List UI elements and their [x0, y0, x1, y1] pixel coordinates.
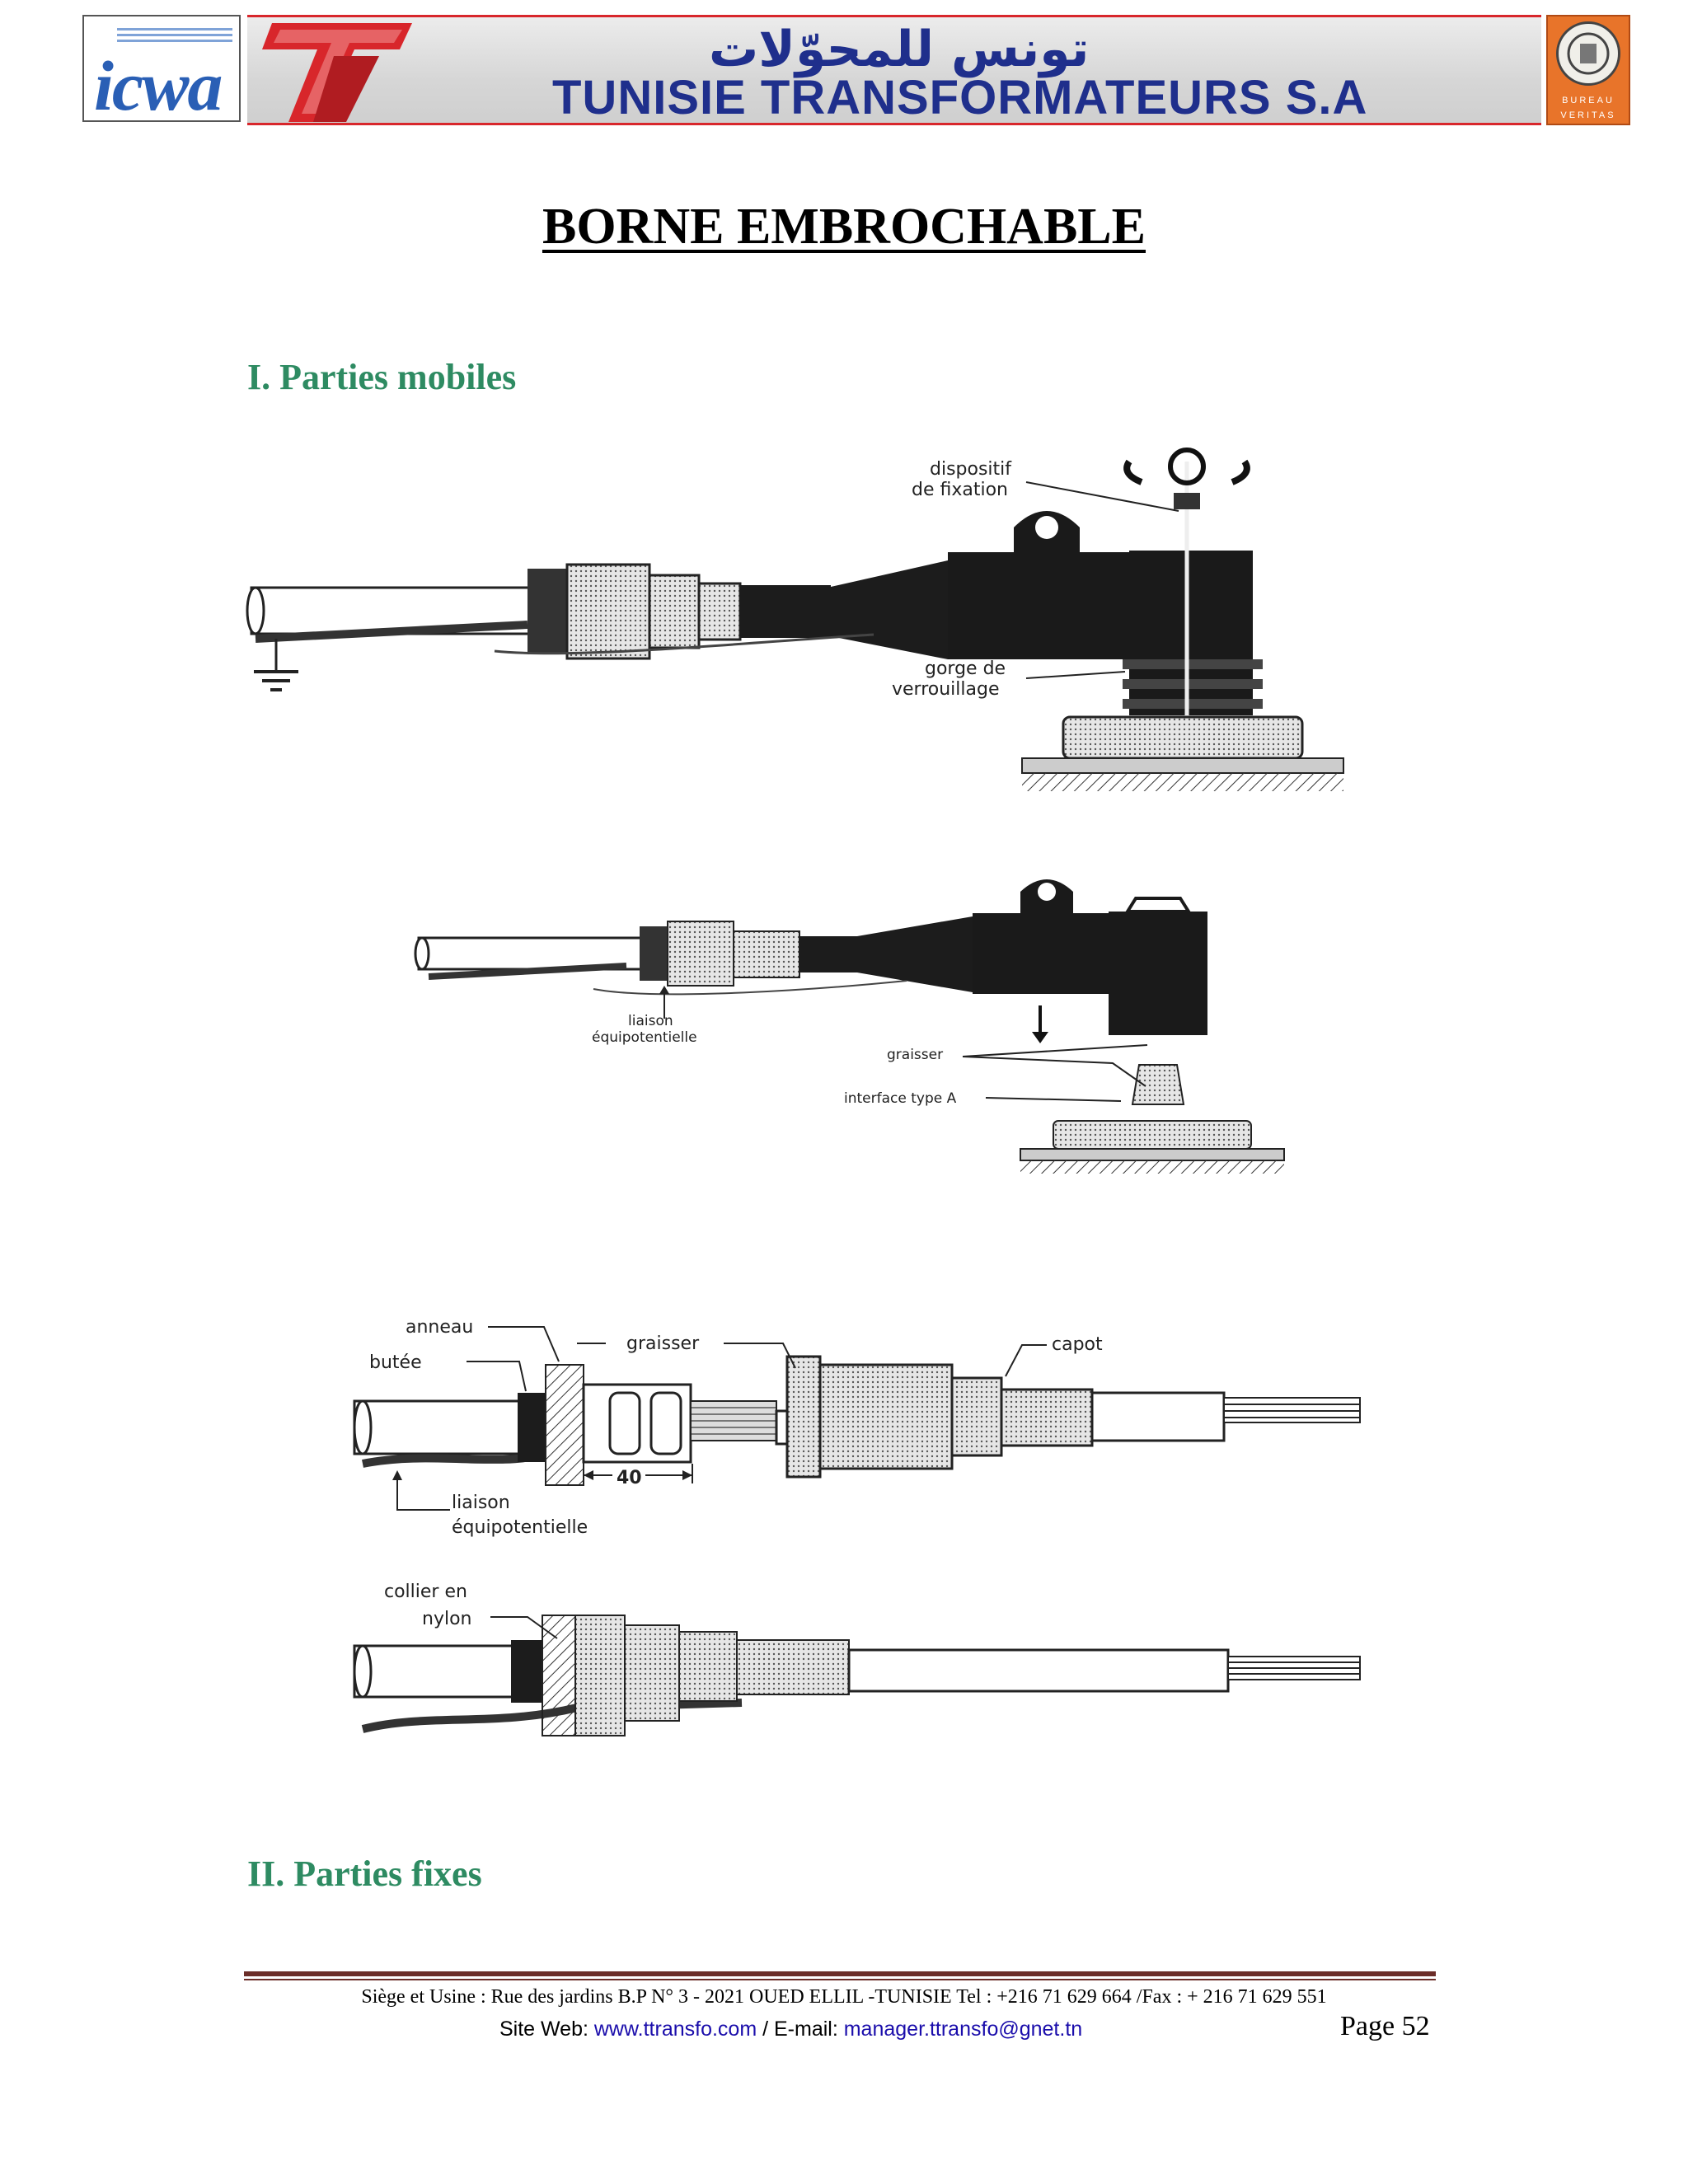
footer-email-label: / E-mail: [757, 2018, 844, 2041]
label-anneau: anneau [406, 1317, 473, 1338]
label-capot: capot [1052, 1334, 1103, 1355]
bureau-veritas-label-1: BUREAU [1562, 96, 1615, 105]
company-banner: تونس للمحوّلات TUNISIE TRANSFORMATEURS S… [247, 15, 1541, 125]
label-butee: butée [369, 1352, 422, 1373]
dimension-40: 40 [617, 1468, 642, 1488]
label-gorge-de: gorge de [925, 658, 1006, 679]
icwa-logo: icwa [82, 15, 241, 125]
website-link[interactable]: www.ttransfo.com [593, 2018, 757, 2041]
figure-1-drawing: dispositif de fixation gorge de verrouil… [246, 448, 1344, 791]
figure-3-drawing: 40 anneau butée graisser capot liaison é… [353, 1317, 1361, 1538]
label-collier-en: collier en [384, 1582, 467, 1602]
tt-logo-icon [262, 23, 412, 122]
footer-address: Siège et Usine : Rue des jardins B.P N° … [361, 1986, 1327, 2008]
page-number: Page 52 [1340, 2011, 1430, 2041]
label-dispositif: dispositif [930, 459, 1012, 480]
label-verrouillage: verrouillage [892, 679, 1000, 700]
label-equipotentielle-2: équipotentielle [452, 1517, 588, 1538]
label-graisser-2: graisser [626, 1333, 700, 1354]
footer-contact: Site Web: www.ttransfo.com / E-mail: man… [499, 2018, 1082, 2041]
label-liaison-2: liaison [452, 1493, 510, 1513]
footer-rule-thin [244, 1979, 1436, 1980]
label-interface-type-a: interface type A [844, 1090, 957, 1107]
label-de-fixation: de fixation [912, 480, 1008, 500]
footer-rule [244, 1971, 1436, 1976]
section-heading-fixed-parts: II. Parties fixes [247, 1854, 482, 1894]
bureau-veritas-logo: BUREAU VERITAS [1546, 15, 1630, 125]
bureau-veritas-label-2: VERITAS [1560, 110, 1616, 120]
label-liaison: liaison [628, 1013, 673, 1029]
label-equipotentielle: équipotentielle [592, 1029, 697, 1046]
section-heading-mobile-parts: I. Parties mobiles [247, 357, 517, 397]
header-banner: icwa تونس للمحوّلات TUNISIE TRANSFORMATE… [82, 15, 1630, 125]
page-title: BORNE EMBROCHABLE [542, 199, 1146, 255]
email-link[interactable]: manager.ttransfo@gnet.tn [843, 2018, 1083, 2041]
label-nylon: nylon [422, 1609, 471, 1629]
label-graisser: graisser [887, 1047, 943, 1063]
icwa-logo-text: icwa [94, 46, 223, 125]
figure-4-drawing: collier en nylon [353, 1582, 1361, 1736]
bureau-veritas-seal-icon [1556, 21, 1620, 86]
company-name: TUNISIE TRANSFORMATEURS S.A [552, 71, 1368, 124]
figure-2-drawing: liaison équipotentielle graisser interfa… [414, 879, 1285, 1174]
footer-web-label: Site Web: [499, 2018, 594, 2041]
icwa-logo-lines [117, 28, 232, 45]
company-name-arabic: تونس للمحوّلات [709, 21, 1090, 78]
